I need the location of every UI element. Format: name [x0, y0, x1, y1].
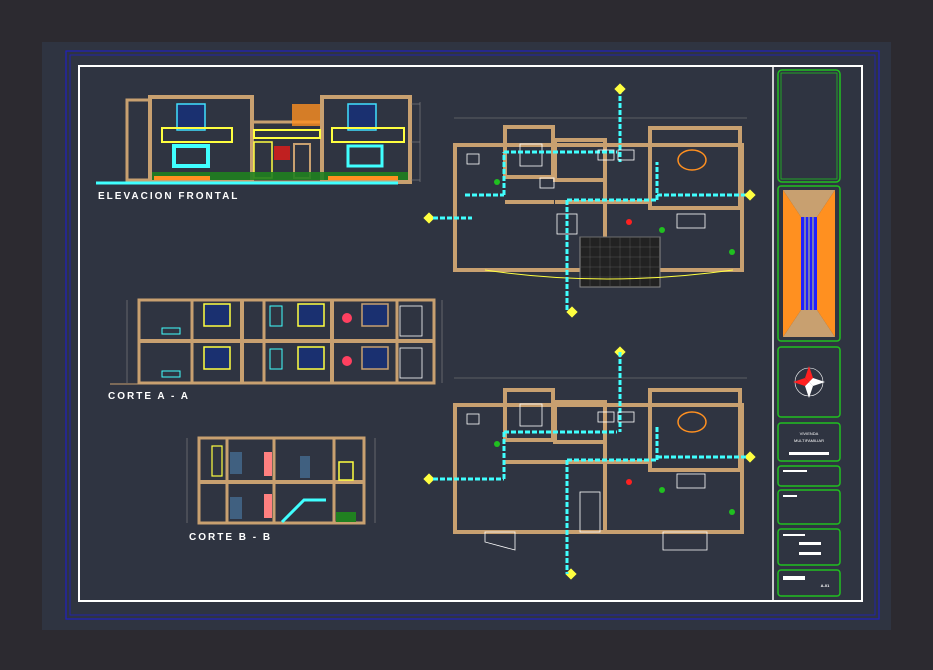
project-name-line1: VIVIENDA [800, 431, 819, 436]
compass-rose-icon [793, 366, 825, 398]
sheet-code: A-01 [821, 583, 830, 588]
inner-blue-border [69, 54, 876, 616]
front-elevation-label: ELEVACION FRONTAL [98, 191, 239, 202]
section-b-label: CORTE B - B [189, 532, 272, 543]
outer-blue-border [65, 50, 880, 620]
section-b-b [186, 436, 376, 525]
drawing-sheet: ELEVACION FRONTAL [42, 42, 891, 630]
front-elevation [96, 95, 421, 185]
title-block: VIVIENDA MULTIFAMILIAR A-01 [772, 65, 863, 602]
project-name-line2: MULTIFAMILIAR [794, 438, 824, 443]
section-a-a [110, 298, 443, 385]
section-a-label: CORTE A - A [108, 391, 190, 402]
floor-plan-upper [453, 89, 750, 312]
drawing-canvas: ELEVACION FRONTAL [65, 50, 880, 620]
title-graphic [783, 190, 835, 337]
floor-plan-lower [433, 352, 748, 574]
